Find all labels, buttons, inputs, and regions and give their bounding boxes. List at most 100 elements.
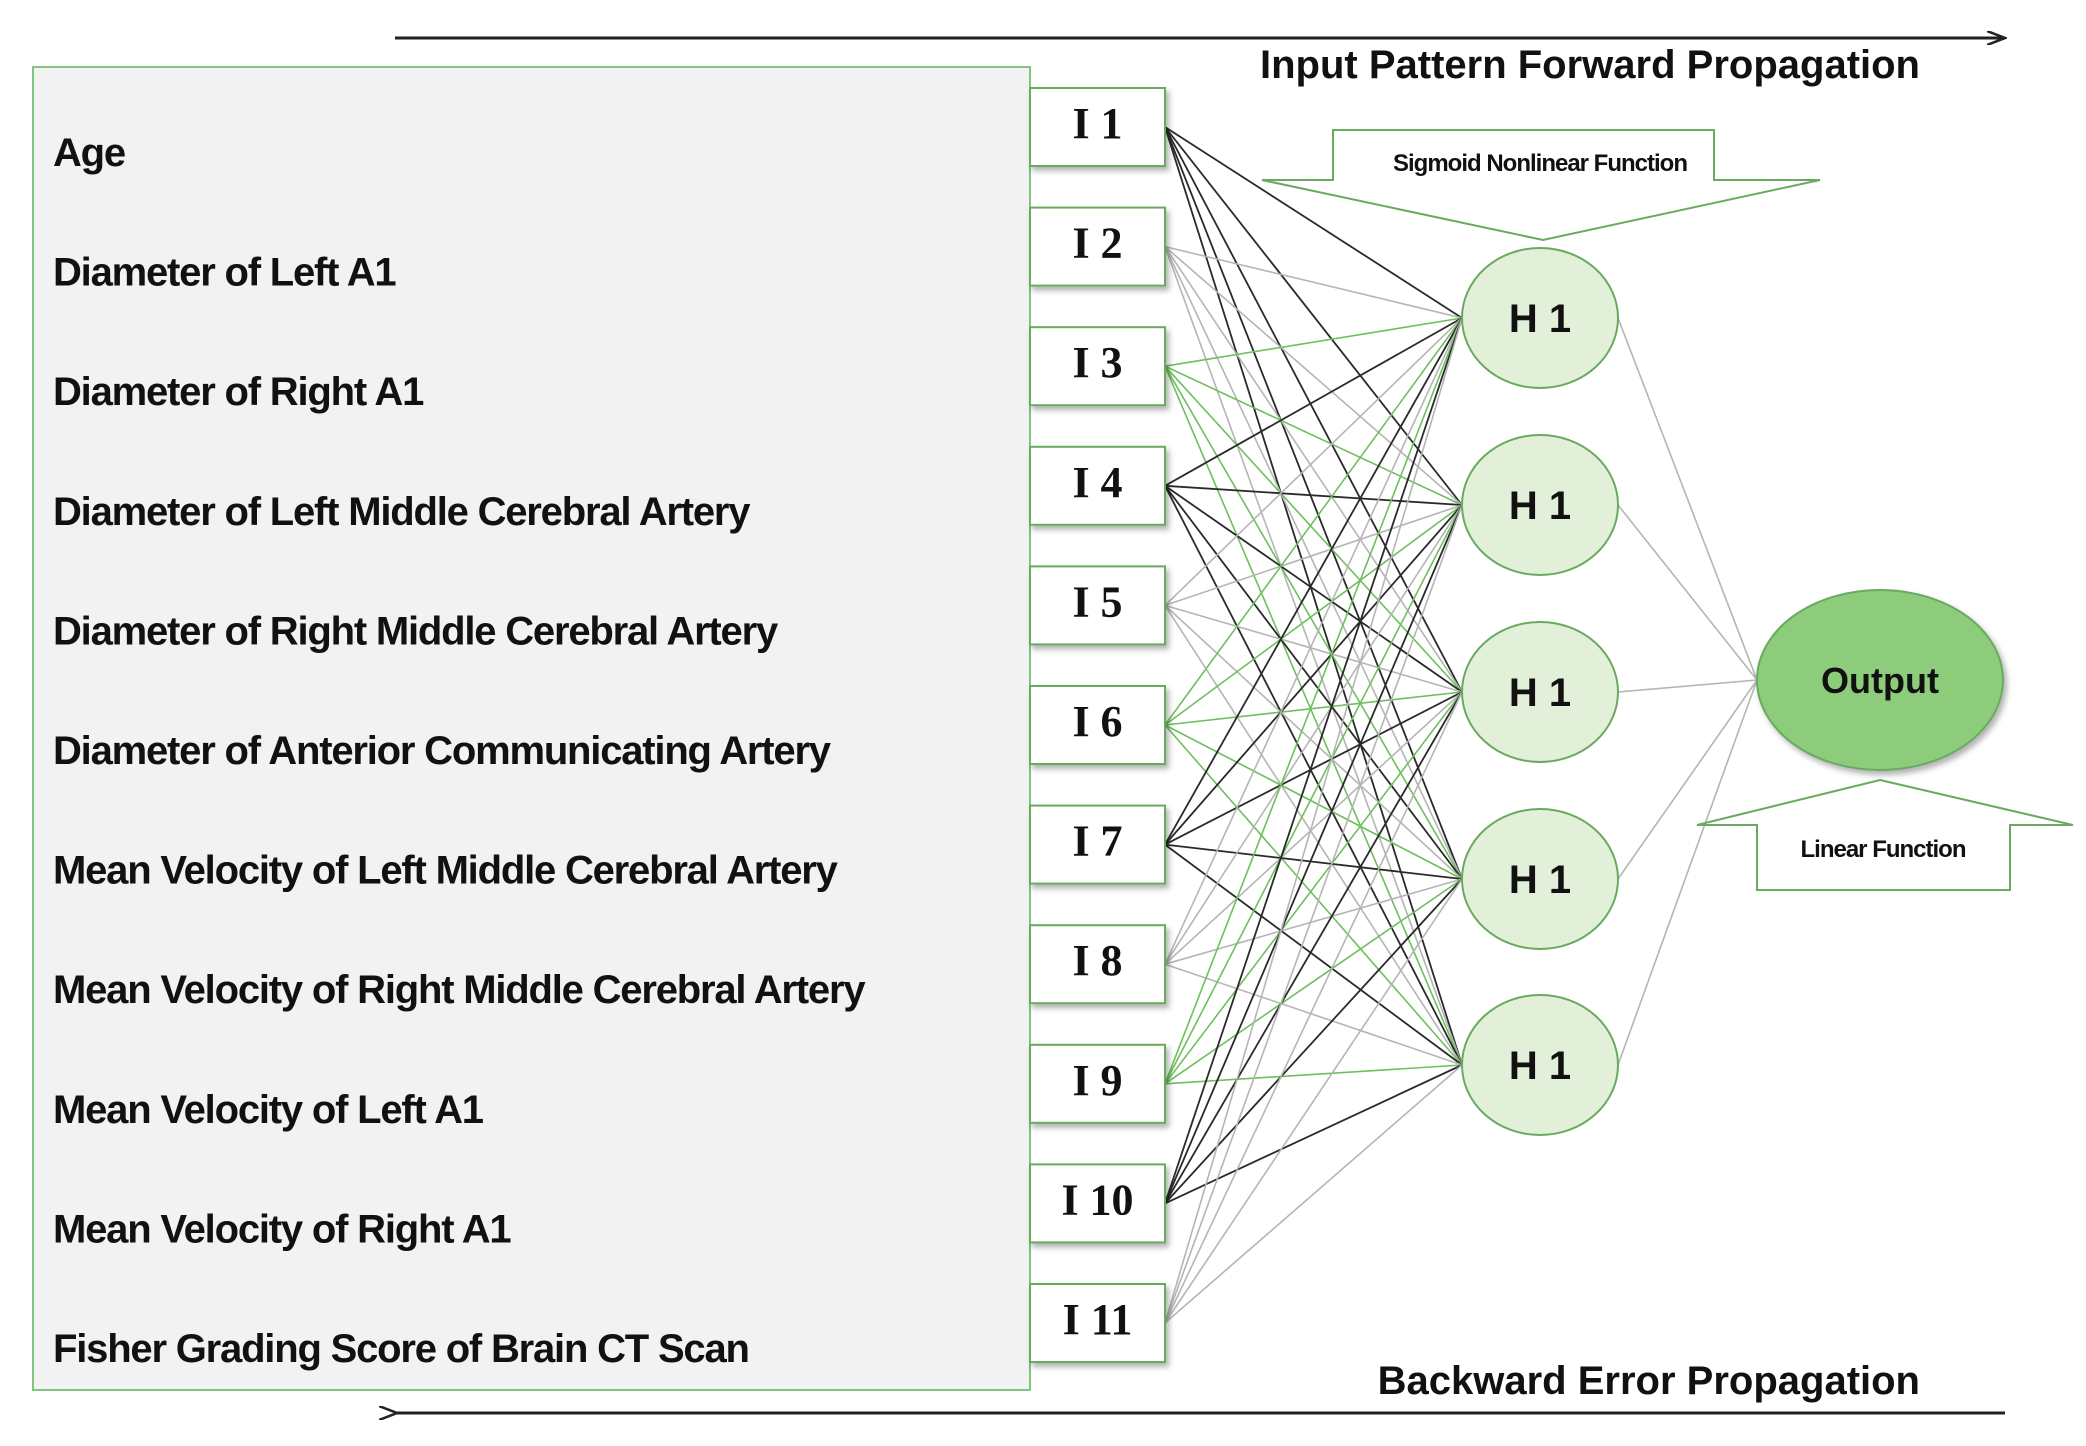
input-hidden-connection <box>1164 691 1463 726</box>
input-hidden-connection <box>1164 317 1463 965</box>
hidden-output-connection <box>1617 679 1758 880</box>
input-hidden-connection <box>1164 317 1463 1085</box>
input-feature-label: Age <box>53 131 125 175</box>
input-node-label: I 11 <box>1063 1295 1133 1344</box>
input-hidden-connection <box>1164 246 1463 880</box>
input-hidden-connection <box>1164 317 1463 726</box>
input-hidden-connection <box>1164 604 1463 880</box>
input-hidden-connection <box>1164 126 1463 319</box>
input-hidden-connection <box>1164 365 1463 1066</box>
input-hidden-connection <box>1164 317 1463 487</box>
input-node-label: I 6 <box>1072 697 1122 746</box>
backward-propagation-label: Backward Error Propagation <box>1378 1359 1920 1403</box>
input-nodes: I 1 I 2 I 3 I 4 I 5 I 6 I 7 I 8 I 9 I 10 I 11 <box>1029 87 1166 1363</box>
input-hidden-connection <box>1164 1064 1463 1324</box>
input-hidden-connection <box>1164 504 1463 1085</box>
input-hidden-connection <box>1164 246 1463 693</box>
input-hidden-connection <box>1164 317 1463 367</box>
hidden-node-label: H 1 <box>1509 484 1571 528</box>
hidden-node-label: H 1 <box>1509 297 1571 341</box>
input-hidden-connection <box>1164 843 1463 880</box>
input-hidden-connection <box>1164 365 1463 693</box>
input-hidden-connection <box>1164 485 1463 1066</box>
input-hidden-connection <box>1164 126 1463 506</box>
input-hidden-connection <box>1164 485 1463 693</box>
output-node <box>1756 589 2004 771</box>
input-features-panel <box>32 66 1031 1391</box>
hidden-output-connection <box>1617 504 1758 681</box>
hidden-node <box>1461 994 1619 1136</box>
input-node <box>1029 1043 1166 1124</box>
input-hidden-connection <box>1164 878 1463 965</box>
input-node-label: I 8 <box>1072 936 1122 985</box>
input-hidden-connection <box>1164 245 1463 319</box>
hidden-node-label: H 1 <box>1509 671 1571 715</box>
input-node-label: I 9 <box>1072 1056 1122 1105</box>
input-feature-label: Mean Velocity of Left Middle Cerebral Ar… <box>53 849 839 893</box>
input-hidden-connection <box>1164 878 1463 1324</box>
input-node <box>1029 924 1166 1005</box>
input-hidden-connection <box>1164 317 1463 606</box>
input-node <box>1029 1283 1166 1363</box>
input-node <box>1029 445 1166 526</box>
input-hidden-connection <box>1164 691 1463 846</box>
input-node-label: I 1 <box>1072 99 1122 148</box>
input-node-label: I 2 <box>1072 219 1122 268</box>
input-hidden-connection <box>1164 317 1463 1204</box>
input-node <box>1029 206 1166 287</box>
hidden-output-connection <box>1617 679 1758 693</box>
input-hidden-connection <box>1164 365 1463 880</box>
input-feature-label: Diameter of Right Middle Cerebral Artery <box>53 609 779 653</box>
input-hidden-connection <box>1164 963 1463 1066</box>
hidden-output-connection <box>1617 317 1758 681</box>
input-hidden-connection <box>1164 126 1463 693</box>
input-feature-label: Mean Velocity of Right A1 <box>53 1207 511 1251</box>
input-feature-label: Fisher Grading Score of Brain CT Scan <box>53 1327 749 1371</box>
input-node-label: I 5 <box>1072 577 1122 626</box>
input-hidden-connection <box>1164 724 1463 880</box>
input-hidden-connection <box>1164 485 1463 880</box>
input-hidden-connection <box>1164 504 1463 1324</box>
input-hidden-connection <box>1164 724 1463 1066</box>
forward-propagation-label: Input Pattern Forward Propagation <box>1260 43 1920 87</box>
input-hidden-connection <box>1164 1064 1463 1205</box>
input-node-label: I 4 <box>1072 458 1122 507</box>
input-feature-label: Diameter of Anterior Communicating Arter… <box>53 729 832 773</box>
input-node-label: I 10 <box>1061 1175 1133 1224</box>
input-hidden-connection <box>1164 484 1463 506</box>
input-node <box>1029 1163 1166 1244</box>
input-hidden-connection <box>1164 245 1463 506</box>
input-feature-label: Mean Velocity of Right Middle Cerebral A… <box>53 968 866 1012</box>
input-hidden-connection <box>1164 246 1463 1066</box>
input-hidden-connection <box>1164 317 1463 1324</box>
input-node-label: I 3 <box>1072 338 1122 387</box>
input-node <box>1029 565 1166 646</box>
input-hidden-connection <box>1164 504 1463 607</box>
output-node-label: Output <box>1821 660 1939 701</box>
input-node <box>1029 87 1166 167</box>
hidden-node <box>1461 621 1619 763</box>
input-feature-label: Diameter of Left Middle Cerebral Artery <box>53 490 751 534</box>
hidden-node-label: H 1 <box>1509 1044 1571 1088</box>
connection-edges <box>1164 126 1758 1324</box>
hidden-node <box>1461 247 1619 389</box>
input-hidden-connection <box>1164 1064 1463 1085</box>
sigmoid-callout <box>1261 129 1821 242</box>
input-hidden-connection <box>1164 878 1463 1085</box>
hidden-node-label: H 1 <box>1509 858 1571 902</box>
input-hidden-connection <box>1164 843 1463 1066</box>
input-hidden-connection <box>1164 504 1463 846</box>
input-hidden-connection <box>1164 126 1463 880</box>
input-node <box>1029 685 1166 765</box>
input-hidden-connection <box>1164 604 1463 1066</box>
input-hidden-connection <box>1164 317 1463 846</box>
input-feature-label: Diameter of Right A1 <box>53 370 424 414</box>
input-feature-label: Diameter of Left A1 <box>53 251 396 295</box>
input-hidden-connection <box>1164 365 1463 506</box>
input-hidden-connection <box>1164 878 1463 1205</box>
input-node-label: I 7 <box>1072 817 1122 866</box>
input-hidden-connection <box>1164 691 1463 1085</box>
